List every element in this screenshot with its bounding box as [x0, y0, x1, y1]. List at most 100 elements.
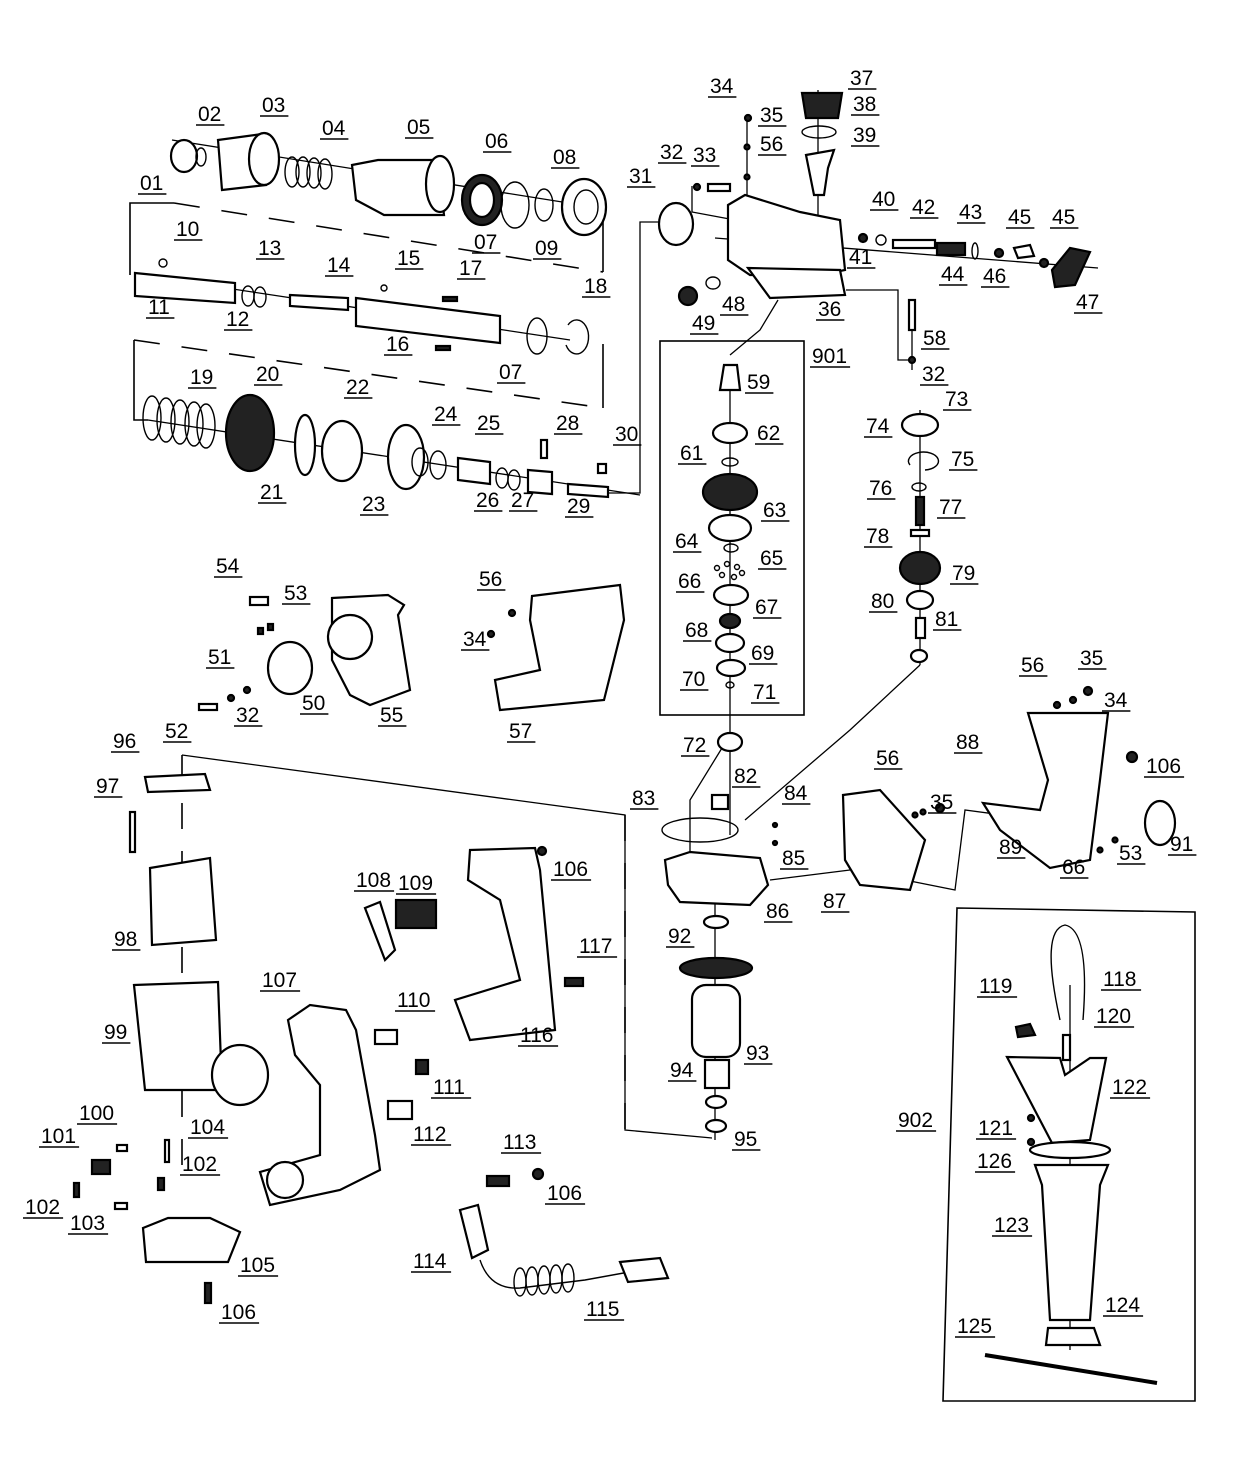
part-number-text: 114	[413, 1250, 447, 1273]
part-label-114: 114	[411, 1250, 452, 1273]
part-label-28: 28	[554, 412, 583, 435]
part-number-text: 66	[1062, 856, 1085, 879]
part-number-text: 36	[818, 298, 841, 321]
part-15-ball	[380, 284, 388, 292]
part-label-22: 22	[344, 376, 373, 399]
part-number-text: 63	[763, 499, 786, 522]
part-label-56: 56	[758, 133, 787, 156]
group-box-901	[659, 340, 805, 716]
part-number-text: 104	[190, 1116, 225, 1139]
part-56-washer-2	[507, 608, 517, 618]
part-11-spindle	[133, 271, 237, 305]
part-75-washer	[911, 482, 927, 492]
part-38-o-ring	[801, 125, 837, 139]
part-label-40: 40	[870, 188, 899, 211]
link-line-30-31	[598, 221, 672, 494]
part-label-08: 08	[551, 146, 580, 169]
part-label-116: 116	[518, 1024, 559, 1047]
part-label-05: 05	[405, 116, 434, 139]
part-label-108: 108	[354, 869, 395, 892]
part-label-103: 103	[68, 1212, 109, 1235]
part-number-text: 112	[413, 1123, 446, 1146]
part-116-handle-half-right	[453, 846, 557, 1042]
part-number-text: 124	[1105, 1294, 1140, 1317]
part-77-key	[909, 528, 931, 538]
part-label-97: 97	[94, 775, 123, 798]
part-label-63: 63	[761, 499, 790, 522]
part-label-04: 04	[320, 117, 349, 140]
part-number-text: 41	[849, 246, 872, 269]
part-label-126: 126	[975, 1150, 1016, 1173]
part-114-cable-sleeve	[458, 1203, 490, 1260]
part-45-ring-2	[1038, 257, 1050, 269]
part-94-commutator	[703, 1058, 731, 1090]
part-label-06: 06	[483, 130, 512, 153]
part-48-o-ring	[705, 276, 721, 290]
part-36-base	[745, 266, 847, 300]
part-label-81: 81	[933, 608, 962, 631]
part-label-16: 16	[384, 333, 413, 356]
part-number-text: 109	[398, 872, 433, 895]
part-126-nut	[1026, 1137, 1036, 1147]
part-number-text: 06	[485, 130, 508, 153]
part-number-text: 115	[586, 1298, 619, 1321]
part-16-cylinder	[354, 296, 502, 345]
part-label-45: 45	[1050, 206, 1079, 229]
part-number-text: 85	[782, 847, 805, 870]
part-100-brush	[115, 1143, 129, 1153]
part-35-washer-3	[1068, 695, 1078, 705]
part-number-text: 58	[923, 327, 946, 350]
part-label-94: 94	[668, 1059, 697, 1082]
bracket-left-1	[129, 202, 174, 275]
part-number-text: 78	[866, 525, 889, 548]
link-81-86	[744, 664, 921, 821]
part-34-screw-2	[486, 629, 496, 639]
part-label-106: 106	[1144, 755, 1185, 778]
part-label-32: 32	[658, 141, 687, 164]
part-47-knob	[1050, 246, 1092, 289]
part-label-25: 25	[475, 412, 504, 435]
part-number-text: 79	[952, 562, 975, 585]
part-number-text: 07	[499, 361, 522, 384]
part-number-text: 26	[476, 489, 499, 512]
part-number-text: 53	[284, 582, 307, 605]
part-label-11: 11	[146, 296, 175, 319]
part-number-text: 32	[236, 704, 259, 727]
part-label-67: 67	[753, 596, 782, 619]
part-34-screw-3	[1082, 685, 1094, 697]
part-number-text: 53	[1119, 842, 1142, 865]
part-label-49: 49	[690, 312, 719, 335]
part-number-text: 01	[140, 172, 163, 195]
part-number-text: 83	[632, 787, 655, 810]
part-02-o-ring	[195, 147, 207, 167]
part-number-text: 902	[898, 1109, 933, 1132]
part-number-text: 54	[216, 555, 240, 578]
part-13-ring	[253, 286, 267, 308]
part-label-31: 31	[627, 165, 656, 188]
part-label-51: 51	[206, 646, 235, 669]
part-number-text: 81	[935, 608, 958, 631]
part-number-text: 70	[682, 668, 705, 691]
part-label-32: 32	[920, 363, 949, 386]
part-label-89: 89	[997, 836, 1026, 859]
part-98-stator	[148, 856, 218, 947]
part-107-handle-half-left	[258, 1003, 382, 1207]
group-box-902	[942, 907, 1196, 1402]
part-number-text: 48	[722, 293, 745, 316]
part-label-41: 41	[847, 246, 876, 269]
part-14-striker	[288, 293, 350, 312]
part-label-52: 52	[163, 720, 192, 743]
part-66-balls	[713, 560, 746, 581]
part-95-bearing	[704, 1118, 728, 1134]
part-number-text: 80	[871, 590, 894, 613]
part-18-circlip	[565, 319, 590, 355]
part-label-10: 10	[174, 218, 203, 241]
part-label-82: 82	[732, 765, 761, 788]
part-label-35: 35	[758, 104, 787, 127]
assembly-lines	[129, 90, 1196, 1402]
part-66-ball	[1096, 846, 1104, 854]
part-124-end-cap	[1044, 1326, 1102, 1347]
part-label-29: 29	[565, 495, 594, 518]
link-36-32	[846, 289, 912, 361]
part-16-pin	[434, 344, 452, 352]
